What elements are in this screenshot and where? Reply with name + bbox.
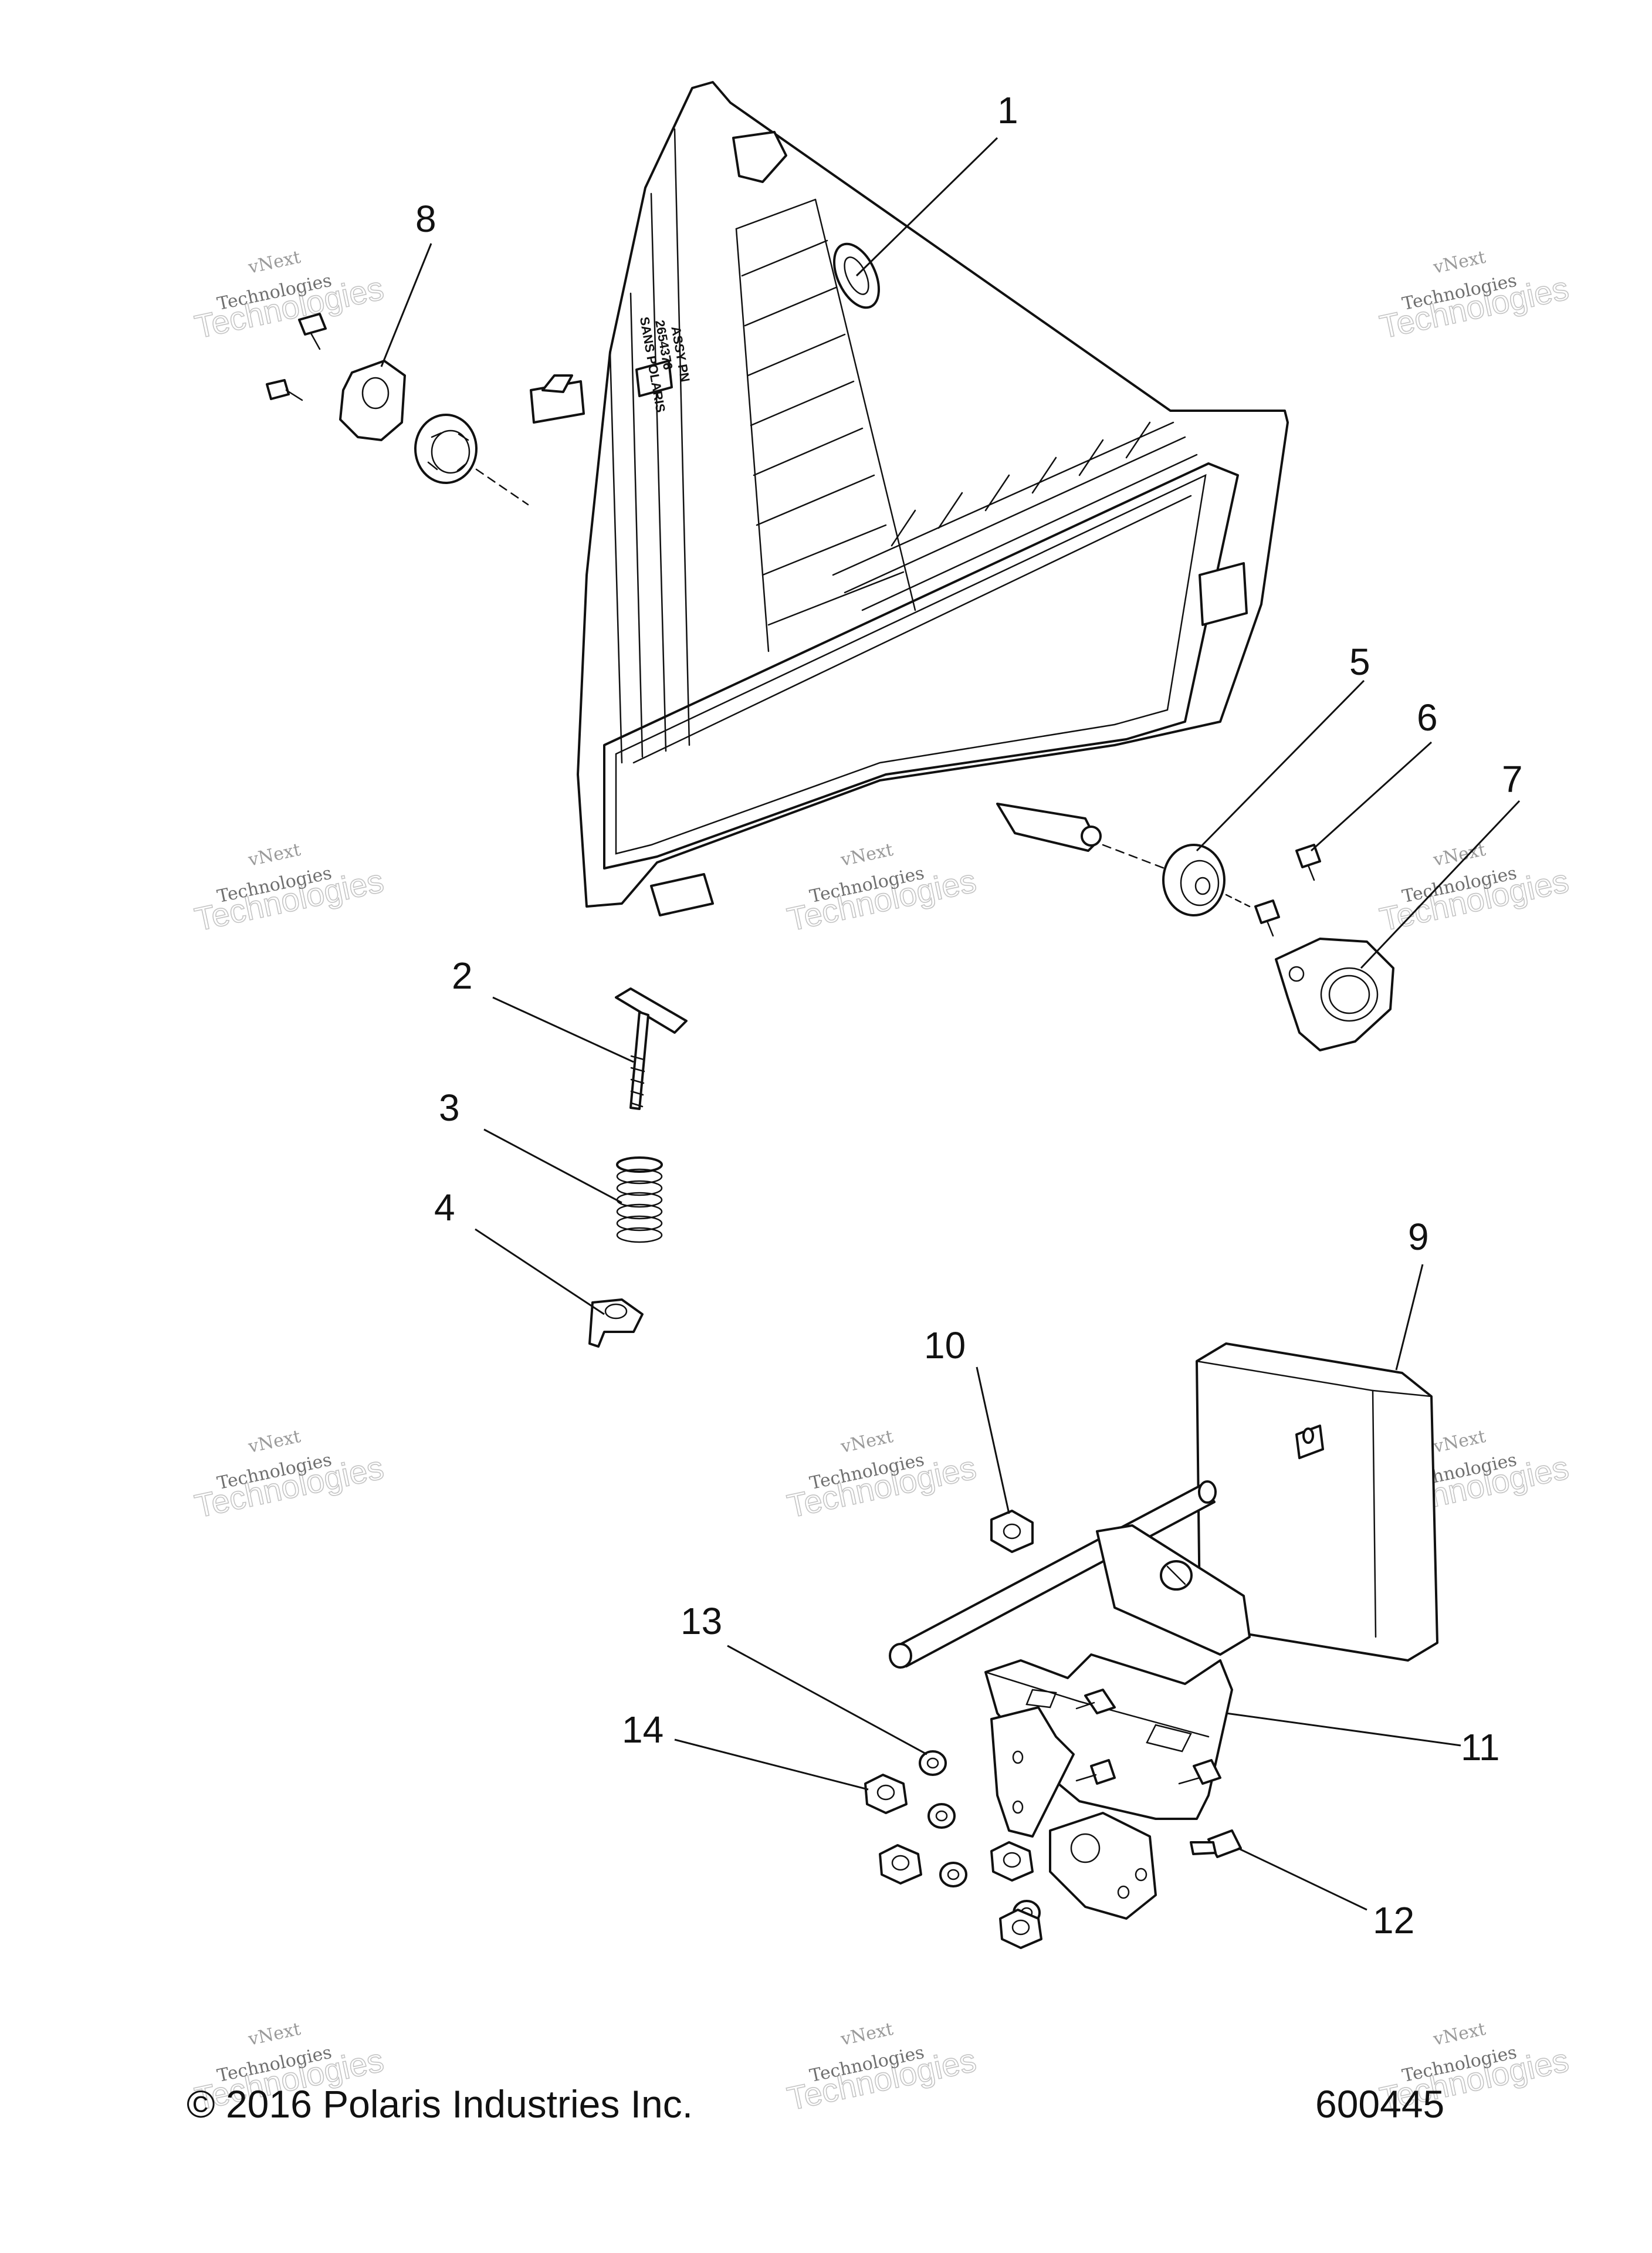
headlight-housing: ASSY PN 2654376 SANS POLARIS xyxy=(530,81,1289,916)
part-9-module-box xyxy=(1196,1342,1438,1662)
leader-lines xyxy=(380,137,1521,1911)
callout-labels: 1 2 3 4 5 6 7 8 9 10 11 12 13 14 xyxy=(415,89,1523,1941)
part-2-adjuster-bolt xyxy=(615,987,688,1110)
callout-7: 7 xyxy=(1502,758,1523,800)
part-13-washers xyxy=(919,1750,1041,1926)
callout-10: 10 xyxy=(924,1324,966,1366)
watermark-tr: Technologies vNext Technologies xyxy=(1376,247,1572,346)
watermark-bc: Technologies vNext Technologies xyxy=(784,2019,980,2118)
callout-1: 1 xyxy=(997,89,1018,131)
watermark-lc: Technologies vNext Technologies xyxy=(784,1426,980,1525)
callout-5: 5 xyxy=(1349,641,1370,683)
svg-text:vNext: vNext xyxy=(1431,247,1487,278)
watermark-mc: Technologies vNext Technologies xyxy=(784,840,980,939)
part-12-bolt xyxy=(1190,1829,1242,1858)
svg-text:vNext: vNext xyxy=(1431,1426,1487,1457)
callout-13: 13 xyxy=(681,1600,722,1642)
part-7-bracket xyxy=(1275,938,1394,1051)
watermark-ml: Technologies vNext Technologies xyxy=(191,840,387,939)
part-4-nut-clip xyxy=(588,1298,644,1348)
svg-text:vNext: vNext xyxy=(246,840,302,871)
part-10-flange-nut xyxy=(990,1510,1034,1553)
callout-6: 6 xyxy=(1417,696,1438,739)
part-5-grommet xyxy=(1102,844,1251,916)
callout-3: 3 xyxy=(439,1087,460,1129)
callout-9: 9 xyxy=(1408,1216,1429,1258)
svg-text:vNext: vNext xyxy=(838,1426,895,1457)
callout-8: 8 xyxy=(415,198,436,240)
callout-14: 14 xyxy=(622,1709,663,1751)
callout-12: 12 xyxy=(1373,1899,1414,1941)
part-11-mounting-bracket xyxy=(889,1480,1251,1920)
part-14-nuts xyxy=(864,1774,1042,1949)
svg-text:vNext: vNext xyxy=(838,2019,895,2050)
watermark-mr: Technologies vNext Technologies xyxy=(1376,840,1572,939)
svg-text:vNext: vNext xyxy=(246,1426,302,1457)
part-3-spring xyxy=(616,1156,663,1243)
svg-text:vNext: vNext xyxy=(838,840,895,871)
part-6-screws xyxy=(1254,844,1321,937)
svg-text:vNext: vNext xyxy=(246,247,302,278)
callout-2: 2 xyxy=(452,955,473,997)
svg-text:vNext: vNext xyxy=(246,2019,302,2050)
svg-text:vNext: vNext xyxy=(1431,2019,1487,2050)
callout-11: 11 xyxy=(1461,1726,1499,1768)
part-8-bracket xyxy=(266,313,529,506)
copyright-text: © 2016 Polaris Industries Inc. xyxy=(187,2082,693,2126)
watermark-tl: Technologies vNext Technologies xyxy=(191,247,387,346)
watermark-ll: Technologies vNext Technologies xyxy=(191,1426,387,1525)
figure-number: 600445 xyxy=(1315,2082,1445,2126)
callout-4: 4 xyxy=(434,1186,455,1229)
